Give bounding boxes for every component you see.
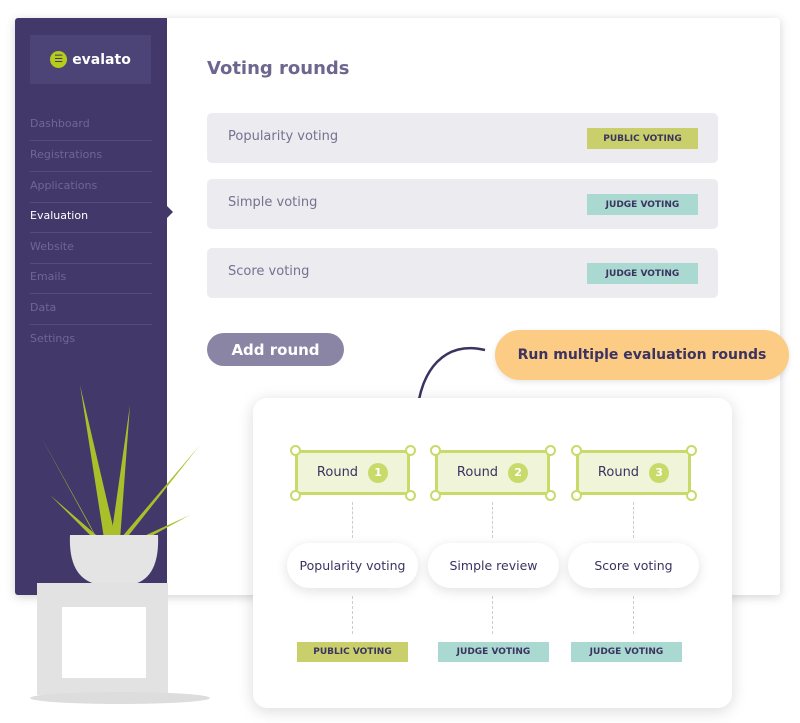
resize-handle xyxy=(545,490,556,501)
round-number: 2 xyxy=(508,462,529,483)
voting-type-pill: Popularity voting xyxy=(287,543,418,588)
resize-handle xyxy=(430,445,441,456)
connector xyxy=(633,596,634,634)
resize-handle xyxy=(290,490,301,501)
connector xyxy=(492,596,493,634)
app-window: ☰evalato Dashboard Registrations Applica… xyxy=(15,18,780,595)
status-badge: PUBLIC VOTING xyxy=(587,128,698,149)
round-box: Round 2 xyxy=(435,450,550,495)
resize-handle xyxy=(430,490,441,501)
active-indicator xyxy=(165,204,173,220)
round-label: Round xyxy=(456,465,499,480)
voting-type-pill: Score voting xyxy=(568,543,699,588)
round-box: Round 1 xyxy=(295,450,410,495)
page-title: Voting rounds xyxy=(207,58,350,79)
resize-handle xyxy=(290,445,301,456)
round-label: Simple voting xyxy=(228,195,318,210)
round-box: Round 3 xyxy=(576,450,691,495)
sidebar-item-evaluation[interactable]: Evaluation xyxy=(30,202,152,233)
round-label: Round xyxy=(316,465,359,480)
connector xyxy=(352,596,353,634)
resize-handle xyxy=(405,445,416,456)
sidebar: ☰evalato Dashboard Registrations Applica… xyxy=(15,18,167,595)
round-row[interactable]: Score voting JUDGE VOTING xyxy=(207,248,718,298)
resize-handle xyxy=(686,490,697,501)
round-row[interactable]: Simple voting JUDGE VOTING xyxy=(207,179,718,229)
plant-illustration xyxy=(30,385,210,704)
resize-handle xyxy=(571,490,582,501)
sidebar-item-emails[interactable]: Emails xyxy=(30,263,152,294)
logo[interactable]: ☰evalato xyxy=(30,35,151,84)
connector xyxy=(633,502,634,538)
round-number: 3 xyxy=(649,462,670,483)
sidebar-item-website[interactable]: Website xyxy=(30,233,152,264)
status-badge: JUDGE VOTING xyxy=(587,194,698,215)
round-label: Round xyxy=(597,465,640,480)
brand-name: evalato xyxy=(72,51,131,68)
round-number: 1 xyxy=(368,462,389,483)
logo-icon: ☰ xyxy=(50,51,68,68)
sidebar-item-applications[interactable]: Applications xyxy=(30,172,152,203)
add-round-button[interactable]: Add round xyxy=(207,333,344,366)
sidebar-item-dashboard[interactable]: Dashboard xyxy=(30,110,152,141)
round-label: Score voting xyxy=(228,264,310,279)
status-badge: JUDGE VOTING xyxy=(571,642,682,662)
resize-handle xyxy=(545,445,556,456)
sidebar-item-settings[interactable]: Settings xyxy=(30,332,76,345)
connector xyxy=(492,502,493,538)
sidebar-item-data[interactable]: Data xyxy=(30,294,152,325)
voting-type-pill: Simple review xyxy=(428,543,559,588)
status-badge: JUDGE VOTING xyxy=(438,642,549,662)
connector xyxy=(352,502,353,538)
resize-handle xyxy=(405,490,416,501)
status-badge: PUBLIC VOTING xyxy=(297,642,408,662)
resize-handle xyxy=(686,445,697,456)
callout: Run multiple evaluation rounds xyxy=(495,330,789,380)
sidebar-item-registrations[interactable]: Registrations xyxy=(30,141,152,172)
status-badge: JUDGE VOTING xyxy=(587,263,698,284)
round-label: Popularity voting xyxy=(228,129,339,144)
round-row[interactable]: Popularity voting PUBLIC VOTING xyxy=(207,113,718,163)
resize-handle xyxy=(571,445,582,456)
